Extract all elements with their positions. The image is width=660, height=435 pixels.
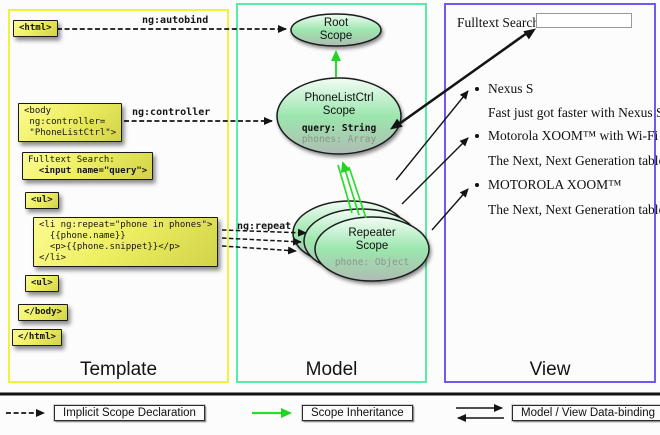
fulltext-input-box: Fulltext Search: <input name="query"> [22,152,154,180]
query-binding-arrow [390,28,536,130]
legend-data-binding-label: Model / View Data-binding [512,405,660,421]
model-column-label: Model [305,359,358,380]
scope-title-line: Scope [322,105,356,117]
scope-title-line: Root [323,17,349,29]
phone-snippet: The Next, Next Generation tablet. [488,202,660,217]
phone-binding-arrows [395,90,469,231]
code-text: <ul> [31,278,53,288]
phone-snippet: The Next, Next Generation tablet. [488,153,660,168]
repeater-scope-text: Repeater Scope phone: Object [316,227,428,268]
body-close-tag-box: </body> [18,304,68,321]
model-column [236,3,427,383]
repeater-scope-ellipse-stack [292,200,430,282]
code-text: </li> [39,253,67,263]
phone-name: Nexus S [488,81,534,96]
repeat-arrow-label: ng:repeat [237,221,292,232]
legend-double-arrow [456,404,504,422]
html-close-tag-box: </html> [12,329,62,346]
code-text: </html> [18,332,56,342]
code-text: {{phone.name}} [39,231,126,241]
phone-name: MOTOROLA XOOM™ [488,177,622,192]
code-text: </body> [24,307,62,317]
bullet-dot [475,87,479,91]
view-column-label: View [529,359,571,380]
code-text: <ul> [31,195,53,205]
code-text: <li ng:repeat="phone in phones"> [39,220,213,230]
bullet-dot [475,183,479,187]
html-open-tag-box: <html> [13,20,58,37]
code-text: <body [24,106,52,116]
code-text: <html> [19,23,52,33]
repeater-inheritance-arrows [337,161,367,219]
code-text: Fulltext Search: [28,155,115,165]
legend-scope-inheritance-label: Scope Inheritance [302,405,413,421]
ul-open-tag-box: <ul> [25,192,59,209]
query-property: query: String [301,123,377,134]
controller-arrow-label: ng:controller [132,107,211,118]
phones-property: phones: Array [301,134,377,145]
view-column [444,3,656,383]
code-text: <p>{{phone.snippet}}</p> [39,242,180,252]
root-scope-text: Root Scope [293,17,379,43]
autobind-arrow-label: ng:autobind [142,15,209,26]
ul-second-tag-box: <ul> [25,275,59,292]
phone-property: phone: Object [334,257,410,268]
phonelistctrl-scope-ellipse [276,77,402,155]
li-repeat-box: <li ng:repeat="phone in phones"> {{phone… [33,217,219,267]
code-text: ng:controller= [24,117,106,127]
scope-title-line: PhoneListCtrl [304,92,374,104]
fulltext-search-label: Fulltext Search: [457,15,543,30]
phonelistctrl-scope-text: PhoneListCtrl Scope query: String phones… [277,92,401,145]
scope-title-line: Scope [355,240,389,252]
root-scope-ellipse [290,13,382,47]
legend-implicit-scope-label: Implicit Scope Declaration [54,405,205,421]
scope-title-line: Repeater [348,227,396,239]
search-input[interactable] [536,13,632,28]
bullet-dot [475,134,479,138]
scope-title-line: Scope [319,30,353,42]
phone-name: Motorola XOOM™ with Wi-Fi [488,128,659,143]
template-column-label: Template [79,359,158,380]
repeat-dashed-arrows [221,228,307,255]
code-text: <input name="query"> [28,166,148,176]
phone-snippet: Fast just got faster with Nexus S. [488,105,660,120]
body-open-tag-box: <body ng:controller= "PhoneListCtrl"> [18,103,123,142]
code-text: "PhoneListCtrl"> [24,128,117,138]
template-column [8,9,229,383]
